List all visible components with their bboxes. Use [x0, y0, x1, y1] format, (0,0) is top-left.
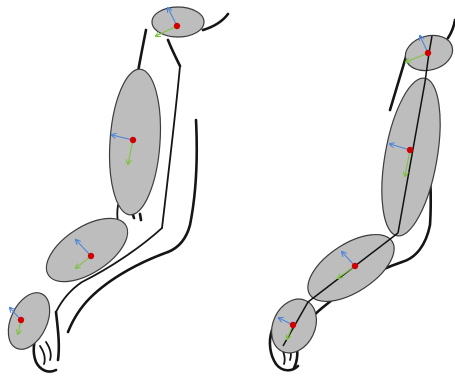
right-hand-joint-marker	[290, 322, 296, 328]
right-forearm-joint-marker	[352, 263, 358, 269]
left-hand-joint-marker	[18, 317, 24, 323]
left-panel	[0, 7, 228, 372]
right-panel	[263, 20, 455, 370]
left-hand-segment	[0, 286, 58, 356]
left-shoulder-segment	[152, 7, 204, 37]
left-upper-arm-joint-marker	[130, 137, 136, 143]
left-forearm-joint-marker	[88, 253, 94, 259]
left-forearm-segment	[36, 206, 138, 295]
right-shoulder-joint-marker	[425, 50, 431, 56]
right-upper-arm-joint-marker	[407, 147, 413, 153]
left-shoulder-joint-marker	[174, 23, 180, 29]
